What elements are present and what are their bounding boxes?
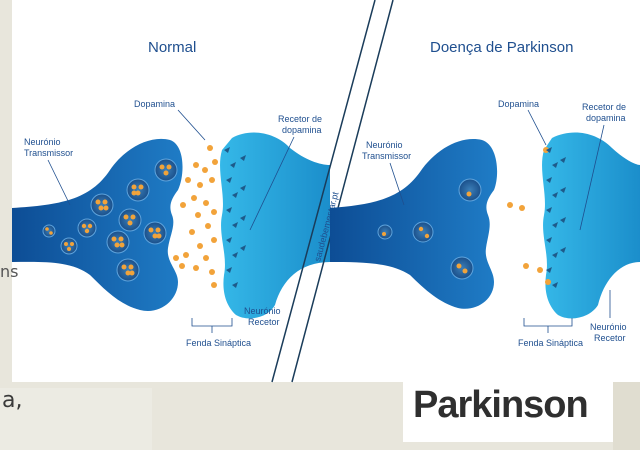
background-text-fragment-a: a, bbox=[2, 388, 22, 413]
vesicle bbox=[378, 225, 392, 239]
vesicle bbox=[78, 219, 96, 237]
title-normal: Normal bbox=[148, 39, 196, 56]
vesicle bbox=[451, 257, 473, 279]
label-neuronio-recetor-normal-1: Neurónio bbox=[244, 306, 281, 316]
label-recetor-dopamina-parkinson-1: Recetor de bbox=[582, 102, 626, 112]
label-neuronio-transmissor-parkinson-2: Transmissor bbox=[362, 151, 411, 161]
vesicle bbox=[144, 222, 166, 244]
parkinson-heading: Parkinson bbox=[413, 384, 588, 427]
label-neuronio-transmissor-normal-1: Neurónio bbox=[24, 137, 61, 147]
label-neuronio-recetor-normal-2: Recetor bbox=[248, 317, 280, 327]
vesicle bbox=[459, 179, 481, 201]
vesicle bbox=[91, 194, 113, 216]
vesicle bbox=[117, 259, 139, 281]
vesicle bbox=[61, 238, 77, 254]
label-fenda-normal: Fenda Sináptica bbox=[186, 338, 251, 348]
label-recetor-dopamina-normal-1: Recetor de bbox=[278, 114, 322, 124]
vesicle bbox=[127, 179, 149, 201]
background-strip bbox=[613, 382, 640, 450]
label-neuronio-transmissor-parkinson-1: Neurónio bbox=[366, 140, 403, 150]
label-neuronio-recetor-parkinson-1: Neurónio bbox=[590, 322, 627, 332]
label-fenda-parkinson: Fenda Sináptica bbox=[518, 338, 583, 348]
vesicle bbox=[43, 225, 55, 237]
label-dopamina-parkinson: Dopamina bbox=[498, 99, 539, 109]
vesicle bbox=[119, 209, 141, 231]
label-recetor-dopamina-normal-2: dopamina bbox=[282, 125, 322, 135]
background-text-fragment-ns: ns bbox=[0, 262, 18, 281]
label-recetor-dopamina-parkinson-2: dopamina bbox=[586, 113, 626, 123]
label-neuronio-transmissor-normal-2: Transmissor bbox=[24, 148, 73, 158]
label-dopamina-normal: Dopamina bbox=[134, 99, 175, 109]
parkinson-heading-box: Parkinson bbox=[403, 382, 613, 442]
vesicle bbox=[155, 159, 177, 181]
vesicle bbox=[413, 222, 433, 242]
background-text-box-left: a, bbox=[0, 388, 152, 450]
title-parkinson: Doença de Parkinson bbox=[430, 39, 573, 56]
vesicle bbox=[107, 231, 129, 253]
label-neuronio-recetor-parkinson-2: Recetor bbox=[594, 333, 626, 343]
